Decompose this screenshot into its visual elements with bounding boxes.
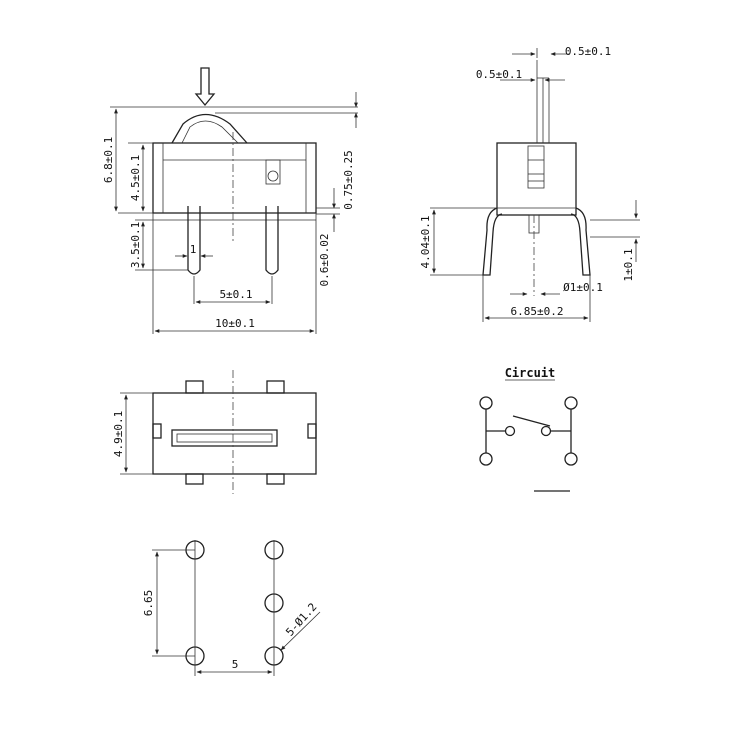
- circuit-terminal-1: [479, 396, 493, 410]
- circuit-diagram: Circuit: [479, 366, 578, 492]
- circuit-title: Circuit: [505, 366, 556, 380]
- rocker-slot: [171, 429, 278, 447]
- dim-height-total: 6.8±0.1: [102, 137, 115, 183]
- dim-pin-length: 3.5±0.1: [129, 222, 142, 268]
- circuit-terminal-2: [564, 396, 578, 410]
- switch-body-side: [496, 142, 577, 216]
- dim-pin-height: 4.04±0.1: [419, 216, 432, 269]
- circuit-terminal-3: [479, 452, 493, 466]
- dim-pin-offset: 1±0.1: [622, 248, 635, 281]
- pcb-footprint: 6.65 5 5-Ø1.2: [142, 540, 321, 676]
- dim-depth: 4.9±0.1: [112, 411, 125, 457]
- side-pin-left: [482, 207, 503, 276]
- dim-row-pitch: 6.65: [142, 590, 155, 617]
- dim-pin-diameter: Ø1±0.1: [563, 281, 603, 294]
- dim-col-pitch: 5: [232, 658, 239, 671]
- dim-holes: 5-Ø1.2: [283, 601, 319, 639]
- rocker-actuator: [171, 113, 248, 144]
- switch-body-top: [152, 392, 317, 475]
- front-view: 6.8±0.1 4.5±0.1 3.5±0.1 1 5±0.1 10±0.1 0…: [102, 67, 358, 334]
- circuit-contact-left: [504, 425, 516, 437]
- circuit-switch-lever: [512, 415, 551, 427]
- dim-pin-thickness: 0.6±0.02: [318, 234, 331, 287]
- dim-actuator-travel: 0.75±0.25: [342, 150, 355, 210]
- dim-pin-span: 6.85±0.2: [511, 305, 564, 318]
- front-pin-left: [187, 206, 201, 275]
- top-view: 4.9±0.1: [112, 370, 317, 494]
- dim-actuator-gap: 0.5±0.1: [476, 68, 522, 81]
- side-pin-right: [570, 207, 591, 276]
- dim-pin-width: 1: [190, 243, 197, 256]
- circuit-contact-right: [540, 425, 552, 437]
- side-window: [527, 145, 545, 189]
- dim-actuator-top: 0.5±0.1: [565, 45, 611, 58]
- dim-height-body: 4.5±0.1: [129, 155, 142, 201]
- dim-pin-pitch: 5±0.1: [219, 288, 252, 301]
- slot-circle: [267, 170, 279, 182]
- side-view: 0.5±0.1 0.5±0.1 4.04±0.1 1±0.1 Ø1±0.1 6.…: [419, 45, 640, 322]
- press-arrow-icon: [194, 67, 216, 107]
- front-pin-right: [265, 206, 279, 275]
- circuit-terminal-4: [564, 452, 578, 466]
- switch-body-front: [152, 142, 317, 214]
- dim-width: 10±0.1: [215, 317, 255, 330]
